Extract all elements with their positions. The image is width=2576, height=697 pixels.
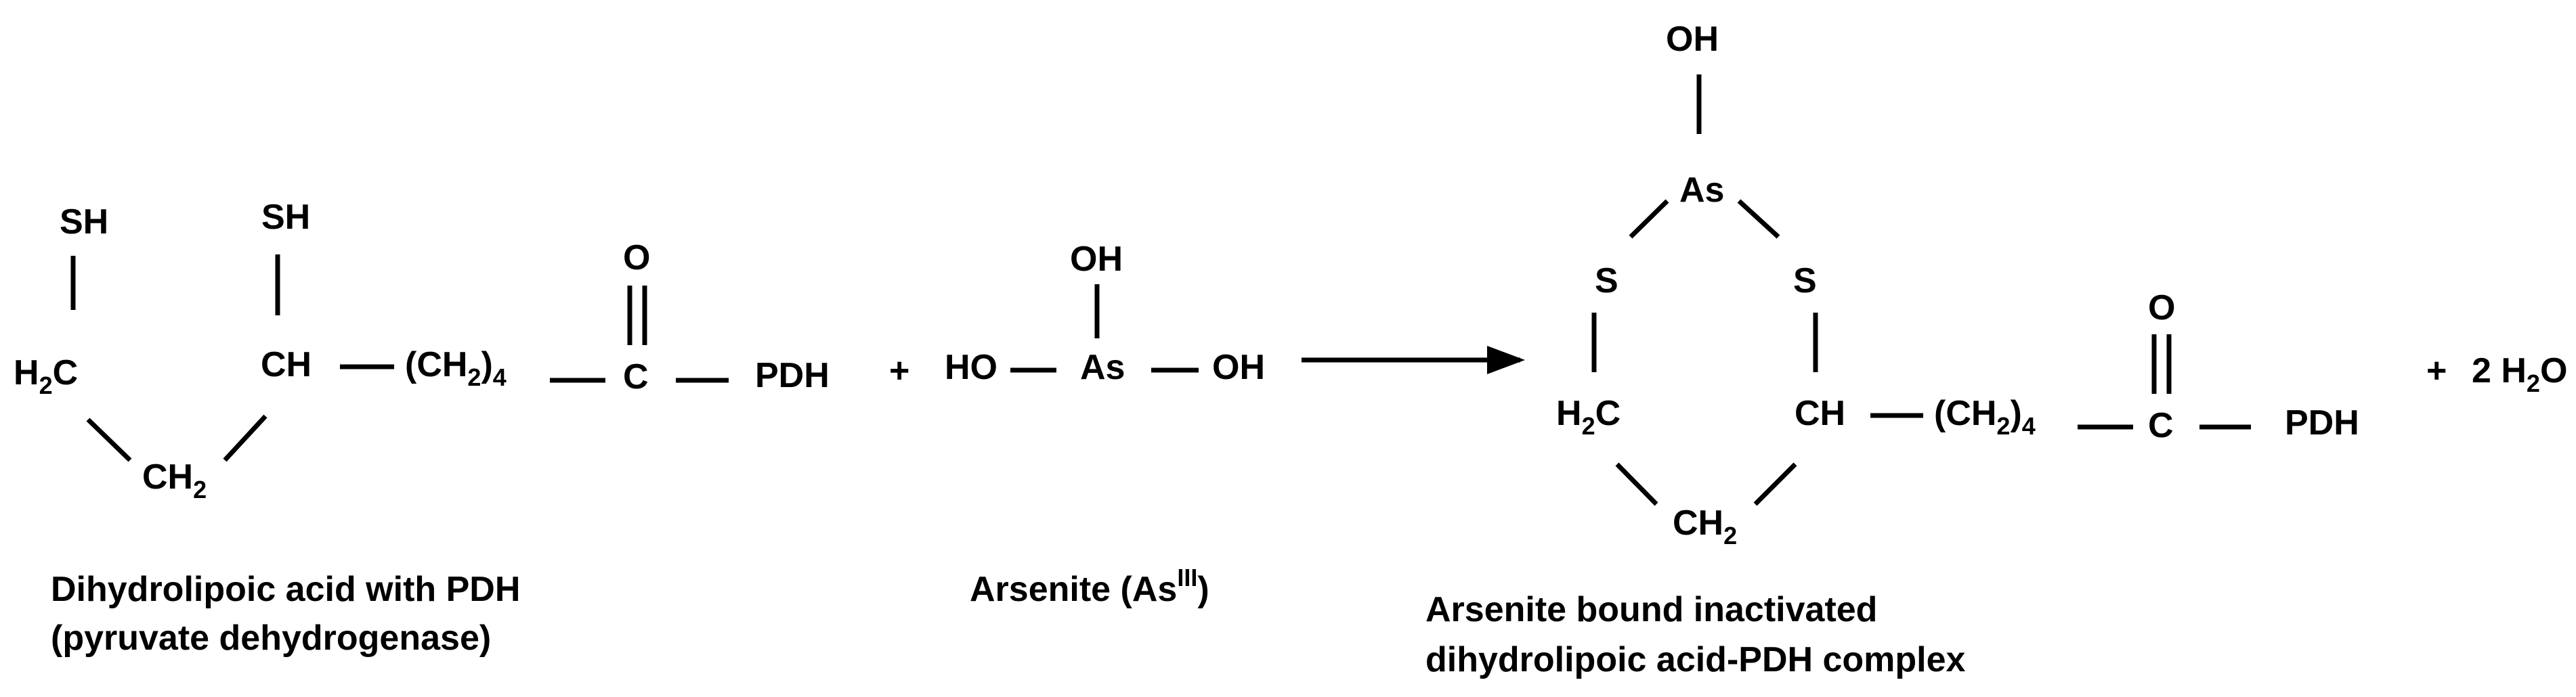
dihydrolipoic-caption-line2: (pyruvate dehydrogenase) — [51, 619, 491, 658]
carbonyl-carbon-label: C — [623, 357, 649, 397]
complex-alkyl-chain-label: (CH2)4 — [1934, 394, 2036, 440]
arsenite-hydroxyl-right-label: OH — [1212, 348, 1265, 387]
complex-sulfur-left-label: S — [1595, 261, 1618, 300]
water-label: 2 H2O — [2472, 351, 2567, 397]
complex-methylene-bottom-label: CH2 — [1673, 503, 1737, 549]
plus-sign-2: + — [2426, 351, 2447, 390]
complex-methylene-left-label: H2C — [1556, 394, 1620, 440]
alkyl-chain-label: (CH2)4 — [405, 345, 507, 391]
complex-hydroxyl-label: OH — [1666, 20, 1719, 59]
arsenite-hydroxyl-left-label: HO — [945, 348, 997, 387]
complex-sulfur-right-label: S — [1793, 261, 1817, 300]
bond-h2c-ch2 — [86, 418, 132, 462]
bond-h2c-ch2-ring — [1615, 462, 1658, 506]
complex-caption-line2: dihydrolipoic acid-PDH complex — [1425, 640, 1966, 679]
complex-arsenic-label: As — [1679, 171, 1724, 210]
bond-as-s-left — [1629, 199, 1669, 239]
pdh-label: PDH — [755, 356, 830, 395]
thiol-right-label: SH — [261, 198, 310, 237]
complex-methine-label: CH — [1795, 394, 1845, 433]
bond-ch-ch2 — [223, 414, 267, 462]
complex-carbonyl-carbon-label: C — [2148, 406, 2174, 445]
complex-pdh-label: PDH — [2285, 403, 2359, 443]
methine-label: CH — [261, 345, 312, 384]
arsenite-caption: Arsenite (AsIII) — [970, 564, 1209, 609]
arsenite-arsenic-label: As — [1080, 348, 1125, 387]
bond-ch-ch2-ring — [1753, 462, 1797, 506]
arsenite-complex-structure: OH As S S H2C CH CH2 (CH2)4 O C PDH — [1556, 20, 2359, 549]
carbonyl-oxygen-label: O — [623, 238, 650, 277]
dihydrolipoic-caption-line1: Dihydrolipoic acid with PDH — [51, 570, 520, 609]
methylene-bottom-label: CH2 — [142, 457, 207, 503]
dihydrolipoic-acid-structure: SH H2C SH CH CH2 (CH2)4 O C PDH — [14, 198, 830, 503]
complex-carbonyl-oxygen-label: O — [2148, 288, 2175, 328]
arsenite-structure: OH HO As OH — [945, 240, 1265, 387]
complex-caption-line1: Arsenite bound inactivated — [1425, 590, 1877, 629]
bond-as-s-right — [1737, 199, 1780, 239]
plus-sign-1: + — [889, 351, 909, 390]
arsenite-hydroxyl-top-label: OH — [1070, 240, 1123, 279]
thiol-left-label: SH — [60, 202, 108, 242]
methylene-left-label: H2C — [14, 353, 78, 399]
